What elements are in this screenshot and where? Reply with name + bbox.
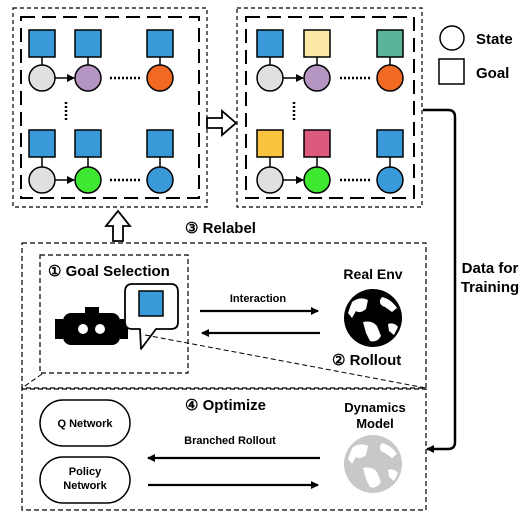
goal-selection-box xyxy=(39,254,189,374)
real-env-label: Real Env xyxy=(343,266,402,282)
state-circle xyxy=(28,64,56,92)
goal-square xyxy=(74,29,102,58)
goal-square xyxy=(376,129,404,158)
state-circle xyxy=(376,166,404,194)
branched-rollout-label: Branched Rollout xyxy=(184,435,276,447)
data-for-training-connector xyxy=(423,108,457,453)
globe-icon xyxy=(344,289,402,347)
right-buffer-inner xyxy=(245,16,415,199)
interaction-label: Interaction xyxy=(230,293,287,305)
goal-square xyxy=(376,29,404,58)
goal-square xyxy=(256,29,284,58)
state-circle xyxy=(74,166,102,194)
state-circle xyxy=(74,64,102,92)
goal-square xyxy=(303,29,331,58)
goal-square xyxy=(138,290,164,317)
hollow-up-arrow xyxy=(104,209,132,242)
policy-network-box xyxy=(39,456,131,504)
rollout-panel xyxy=(21,242,427,389)
legend-state-label: State xyxy=(476,31,513,48)
dynamics-model-label: Dynamics xyxy=(344,400,405,415)
state-circle xyxy=(303,166,331,194)
goal-square xyxy=(303,129,331,158)
step-rollout: ② Rollout xyxy=(332,352,401,369)
data-for-training-label-2: Training xyxy=(461,279,519,296)
legend-goal-icon xyxy=(438,58,465,85)
policy-network-label-2: Network xyxy=(63,480,107,492)
state-circle xyxy=(256,64,284,92)
state-circle xyxy=(303,64,331,92)
state-circle xyxy=(146,166,174,194)
state-circle xyxy=(146,64,174,92)
goal-square xyxy=(74,129,102,158)
optimize-panel xyxy=(21,388,427,511)
state-circle xyxy=(256,166,284,194)
gray-globe-icon xyxy=(344,435,402,493)
step-goal-selection: ① Goal Selection xyxy=(48,263,170,280)
state-circle xyxy=(28,166,56,194)
left-buffer-outer xyxy=(12,7,208,208)
q-network-box xyxy=(39,399,131,447)
data-for-training-label: Data for xyxy=(462,260,519,277)
policy-network-label: Policy xyxy=(69,466,102,478)
legend-state-icon xyxy=(439,25,465,51)
right-buffer-outer xyxy=(236,7,423,208)
goal-square xyxy=(256,129,284,158)
robot-icon xyxy=(55,307,128,345)
step-relabel: ③ Relabel xyxy=(185,220,256,237)
zoom-line xyxy=(21,373,43,389)
goal-square xyxy=(146,129,174,158)
goal-square xyxy=(28,129,56,158)
goal-square xyxy=(28,29,56,58)
left-buffer-inner xyxy=(20,16,200,199)
state-circle xyxy=(376,64,404,92)
q-network-label: Q Network xyxy=(57,418,113,430)
hollow-right-arrow xyxy=(206,109,238,137)
dynamics-model-label-2: Model xyxy=(356,416,394,431)
step-optimize: ④ Optimize xyxy=(185,397,266,414)
goal-square xyxy=(146,29,174,58)
legend-goal-label: Goal xyxy=(476,65,509,82)
